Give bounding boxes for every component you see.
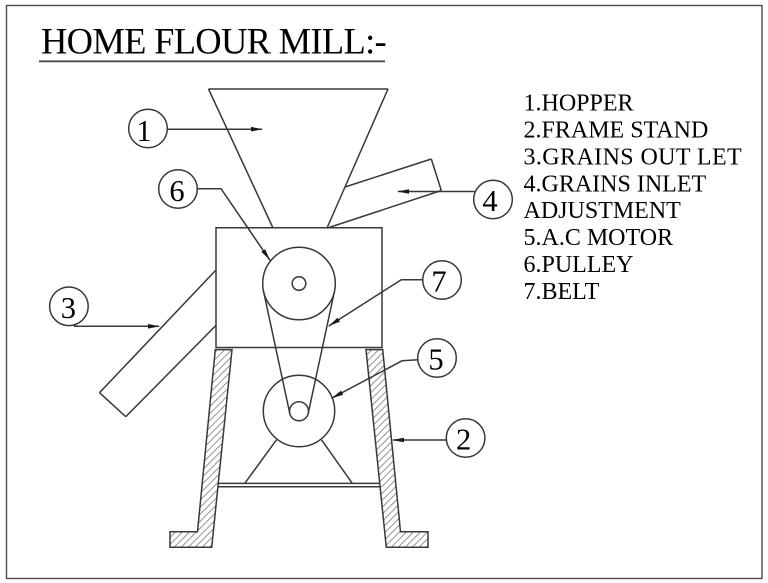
svg-text:1.HOPPER: 1.HOPPER <box>524 91 634 117</box>
svg-text:5: 5 <box>428 343 443 377</box>
svg-text:4: 4 <box>482 184 497 218</box>
svg-text:6.PULLEY: 6.PULLEY <box>524 252 634 278</box>
svg-text:4.GRAINS INLET: 4.GRAINS INLET <box>524 171 707 197</box>
svg-text:6: 6 <box>169 174 184 208</box>
svg-text:HOME FLOUR MILL:-: HOME FLOUR MILL:- <box>41 21 386 62</box>
svg-text:ADJUSTMENT: ADJUSTMENT <box>524 198 682 224</box>
svg-text:7.BELT: 7.BELT <box>524 279 600 305</box>
svg-text:3.GRAINS OUT LET: 3.GRAINS OUT LET <box>524 144 743 170</box>
svg-text:7: 7 <box>431 265 446 299</box>
svg-text:2: 2 <box>456 423 471 457</box>
svg-text:3: 3 <box>61 291 76 325</box>
svg-text:1: 1 <box>136 114 151 148</box>
svg-text:2.FRAME STAND: 2.FRAME STAND <box>524 118 709 144</box>
svg-text:5.A.C MOTOR: 5.A.C MOTOR <box>524 225 674 251</box>
